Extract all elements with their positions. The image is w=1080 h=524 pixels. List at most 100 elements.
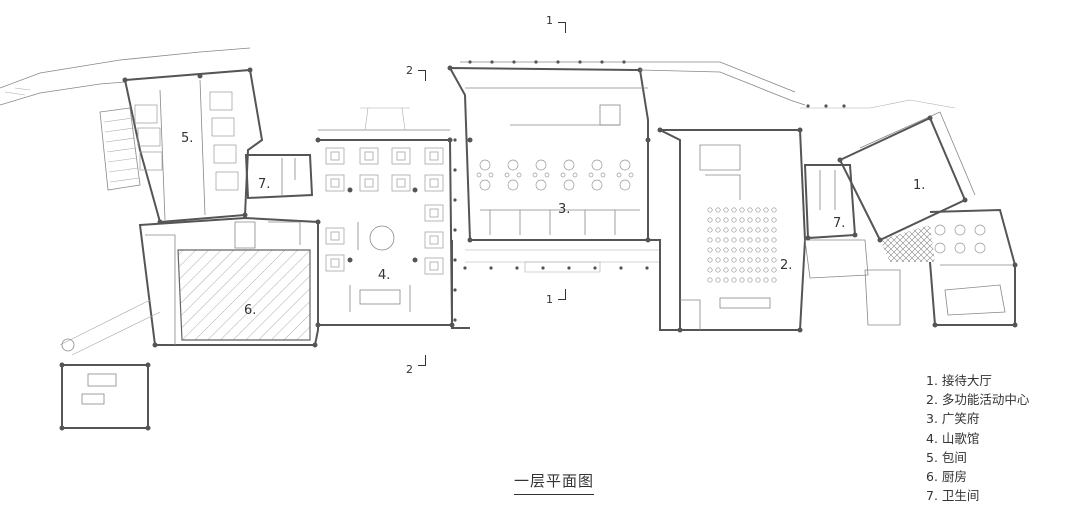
- entry-path: [0, 47, 251, 106]
- furniture: [954, 242, 966, 254]
- furniture: [731, 257, 737, 263]
- furniture: [488, 172, 494, 178]
- column: [645, 266, 649, 270]
- furniture: [715, 257, 721, 263]
- furniture: [763, 247, 769, 253]
- furniture: [739, 247, 745, 253]
- furniture: [731, 237, 737, 243]
- furniture: [763, 267, 769, 273]
- furniture: [707, 257, 713, 263]
- kitchen-block: [138, 216, 321, 348]
- furniture: [763, 277, 769, 283]
- column: [512, 60, 516, 64]
- furniture: [330, 231, 340, 241]
- furniture: [535, 179, 547, 191]
- room-label-activity-center: 2.: [780, 258, 793, 273]
- furniture: [560, 172, 566, 178]
- room-label-laugh-hall: 3.: [558, 202, 571, 217]
- furniture: [479, 179, 491, 191]
- furniture: [325, 254, 345, 272]
- room-label-folk-song-hall: 4.: [378, 268, 391, 283]
- furniture: [707, 277, 713, 283]
- legend: 1. 接待大厅 2. 多功能活动中心 3. 广笑府 4. 山歌馆 5. 包间 6…: [926, 371, 1029, 505]
- furniture: [747, 227, 753, 233]
- furniture: [723, 207, 729, 213]
- furniture: [723, 257, 729, 263]
- furniture: [755, 227, 761, 233]
- furniture: [330, 151, 340, 161]
- section-mark-number: 2: [406, 64, 413, 77]
- section-bracket: [558, 22, 566, 33]
- furniture: [715, 267, 721, 273]
- furniture: [707, 247, 713, 253]
- furniture: [600, 172, 606, 178]
- furniture: [616, 172, 622, 178]
- furniture: [715, 217, 721, 223]
- furniture: [739, 237, 745, 243]
- furniture: [739, 277, 745, 283]
- furniture: [771, 207, 777, 213]
- room-label-reception: 1.: [913, 178, 926, 193]
- furniture: [723, 247, 729, 253]
- column: [468, 60, 472, 64]
- furniture: [391, 147, 411, 165]
- section-mark-number: 1: [546, 293, 553, 306]
- furniture: [591, 179, 603, 191]
- furniture: [747, 237, 753, 243]
- furniture: [330, 178, 340, 188]
- furniture: [396, 151, 406, 161]
- furniture: [763, 217, 769, 223]
- furniture: [755, 277, 761, 283]
- column: [600, 60, 604, 64]
- furniture: [707, 237, 713, 243]
- furniture: [755, 217, 761, 223]
- legend-item-activity-center: 2. 多功能活动中心: [926, 392, 1030, 408]
- furniture: [723, 267, 729, 273]
- furniture: [619, 159, 631, 171]
- furniture: [572, 172, 578, 178]
- private-rooms-block: [99, 67, 264, 225]
- column: [453, 258, 457, 262]
- furniture: [479, 159, 491, 171]
- section-mark-number: 2: [406, 363, 413, 376]
- column: [490, 60, 494, 64]
- furniture: [424, 174, 444, 192]
- reception-hall-block: [800, 99, 1018, 328]
- furniture: [739, 257, 745, 263]
- furniture: [771, 267, 777, 273]
- furniture: [771, 217, 777, 223]
- furniture: [723, 237, 729, 243]
- furniture: [504, 172, 510, 178]
- furniture: [731, 277, 737, 283]
- column: [453, 198, 457, 202]
- column: [842, 104, 846, 108]
- furniture: [424, 257, 444, 275]
- furniture: [429, 208, 439, 218]
- furniture: [747, 257, 753, 263]
- section-mark-2-top: 2: [406, 64, 426, 81]
- section-bracket: [418, 70, 426, 81]
- furniture: [974, 224, 986, 236]
- furniture: [424, 231, 444, 249]
- column: [534, 60, 538, 64]
- furniture: [535, 159, 547, 171]
- column: [578, 60, 582, 64]
- legend-item-folk-song-hall: 4. 山歌馆: [926, 430, 980, 446]
- furniture: [429, 261, 439, 271]
- furniture: [747, 217, 753, 223]
- furniture: [771, 227, 777, 233]
- restroom-west: [244, 154, 314, 200]
- furniture: [731, 227, 737, 233]
- furniture: [619, 179, 631, 191]
- section-bracket: [558, 289, 566, 300]
- furniture: [771, 247, 777, 253]
- furniture: [715, 227, 721, 233]
- column: [556, 60, 560, 64]
- column: [453, 288, 457, 292]
- furniture: [707, 207, 713, 213]
- furniture: [731, 217, 737, 223]
- furniture: [755, 247, 761, 253]
- furniture: [723, 227, 729, 233]
- furniture: [507, 159, 519, 171]
- furniture: [731, 207, 737, 213]
